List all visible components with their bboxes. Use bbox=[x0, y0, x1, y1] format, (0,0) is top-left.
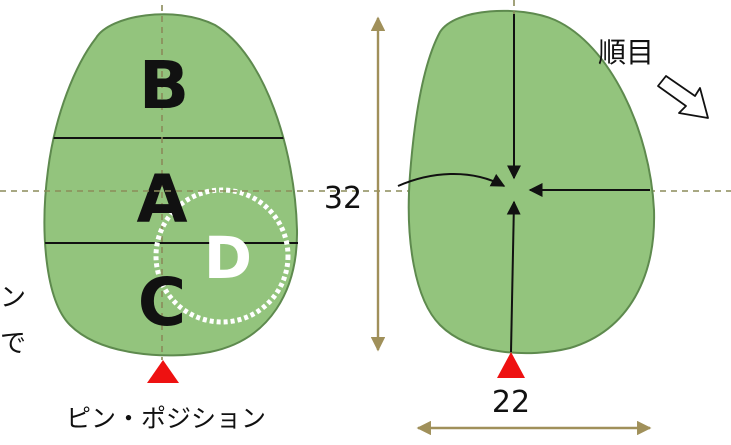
zone-label-b: B bbox=[139, 47, 189, 124]
pin-triangle-icon bbox=[147, 360, 179, 383]
zone-label-c: C bbox=[138, 264, 186, 341]
edge-text-line1: ン bbox=[0, 283, 26, 313]
right-green-shape bbox=[407, 9, 656, 355]
length-dimension: 32 bbox=[324, 16, 386, 352]
zone-label-d: D bbox=[204, 224, 252, 292]
zone-label-a: A bbox=[136, 161, 187, 238]
width-dimension: 22 bbox=[416, 385, 652, 436]
edge-text-line2: で bbox=[0, 329, 26, 359]
pin-triangle-icon-right bbox=[497, 352, 525, 378]
zone-d-circle bbox=[153, 187, 291, 325]
grain-label: 順目 bbox=[598, 36, 654, 69]
measure-arrow-left-curved bbox=[397, 172, 506, 187]
width-label: 22 bbox=[492, 385, 530, 420]
right-green: 順目 bbox=[397, 0, 709, 378]
left-green: B A C D ピン・ポジション bbox=[43, 5, 299, 433]
length-label: 32 bbox=[324, 181, 362, 216]
pin-position-caption: ピン・ポジション bbox=[66, 404, 266, 433]
left-green-shape bbox=[43, 13, 299, 357]
hollow-arrow-icon bbox=[657, 75, 709, 119]
measure-arrow-bottom bbox=[506, 200, 521, 353]
